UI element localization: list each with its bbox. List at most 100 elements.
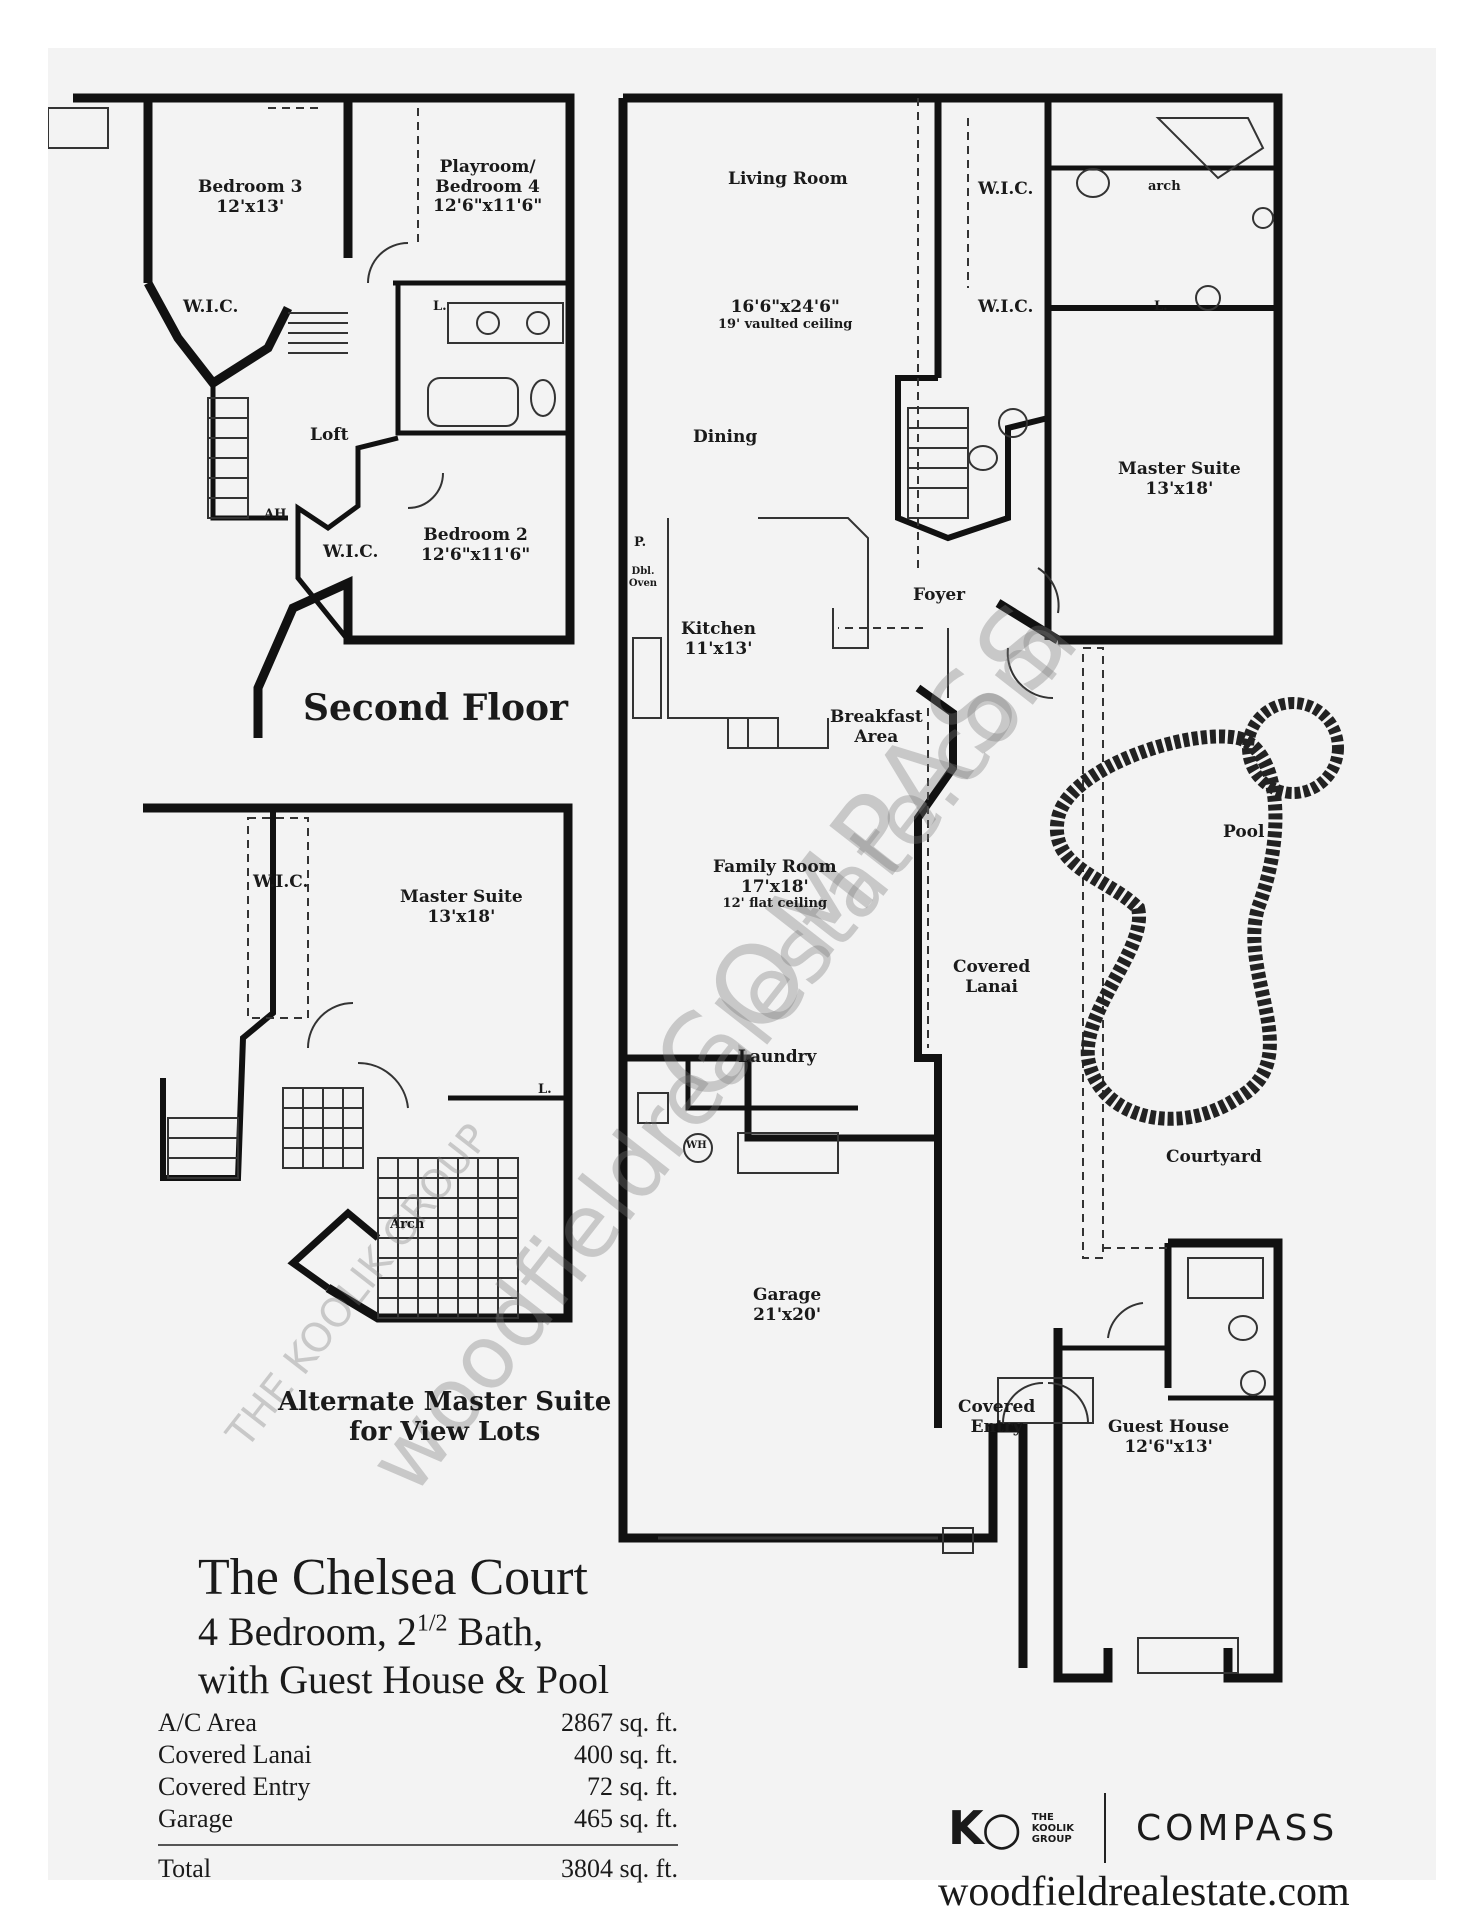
room-size: 12'x13' — [216, 196, 285, 217]
room-name: Master Suite — [1118, 459, 1241, 479]
floorplan-drawing — [48, 93, 1344, 1683]
room-kitchen: Kitchen 11'x13' — [681, 619, 756, 659]
subtitle-bed: 4 Bedroom, 2 — [198, 1609, 417, 1654]
room-bedroom-3: Bedroom 3 12'x13' — [198, 177, 303, 217]
area-label: Total — [158, 1854, 212, 1883]
floorplan-sheet: COMPASS woodfieldrealestate.com THE KOOL… — [48, 48, 1436, 1915]
alt-bath-tile — [167, 817, 519, 1319]
room-note: 19' vaulted ceiling — [718, 316, 853, 332]
room-size: 16'6"x24'6" — [730, 297, 840, 317]
room-foyer: Foyer — [913, 585, 966, 605]
room-linen-m: L. — [1154, 299, 1168, 314]
alternate-master-label: Alternate Master Suite for View Lots — [278, 1387, 612, 1448]
room-pool: Pool — [1223, 822, 1265, 842]
room-pantry: P. — [634, 535, 647, 550]
area-row-ac: A/C Area 2867 sq. ft. — [158, 1708, 678, 1740]
plan-subtitle-2: with Guest House & Pool — [198, 1657, 610, 1702]
room-dining: Dining — [693, 427, 758, 447]
room-size: 13'x18' — [427, 906, 496, 927]
room-name: Garage — [753, 1285, 822, 1305]
room-living-room: Living Room — [728, 169, 848, 189]
room-alt-arch: Arch — [390, 1217, 425, 1232]
room-name: Kitchen — [681, 619, 756, 639]
room-living-size: 16'6"x24'6" 19' vaulted ceiling — [718, 297, 853, 332]
room-dbl-oven: Dbl. Oven — [628, 566, 658, 589]
koolik-name: KOOLIK — [1031, 1822, 1074, 1834]
area-value: 2867 sq. ft. — [561, 1708, 678, 1737]
room-size: 17'x18' — [740, 876, 809, 897]
room-name: Covered — [953, 957, 1031, 977]
koolik-group: GROUP — [1031, 1833, 1072, 1845]
room-name-2: Bedroom 4 — [435, 176, 540, 197]
area-value: 3804 sq. ft. — [561, 1854, 678, 1883]
koolik-logo-text: THE KOOLIK GROUP — [1032, 1812, 1074, 1845]
brand-divider — [1103, 1793, 1106, 1863]
room-name-2: Entry — [970, 1416, 1023, 1437]
area-label: Covered Entry — [158, 1772, 311, 1801]
room-name: Guest House — [1108, 1417, 1230, 1437]
area-row-garage: Garage 465 sq. ft. — [158, 1804, 678, 1836]
room-laundry: Laundry — [738, 1047, 817, 1067]
room-name: Bedroom 3 — [198, 177, 303, 197]
room-alt-wic: W.I.C. — [253, 872, 309, 892]
room-master-suite: Master Suite 13'x18' — [1118, 459, 1241, 499]
room-courtyard: Courtyard — [1166, 1147, 1262, 1167]
room-covered-lanai: Covered Lanai — [953, 957, 1031, 997]
room-alt-linen: L. — [538, 1082, 552, 1097]
room-guest-house: Guest House 12'6"x13' — [1108, 1417, 1230, 1457]
room-name: Family Room — [713, 857, 837, 877]
website-link[interactable]: woodfieldrealestate.com — [938, 1869, 1350, 1915]
area-value: 72 sq. ft. — [587, 1772, 678, 1801]
room-arch: arch — [1148, 179, 1181, 194]
room-name: Covered — [958, 1397, 1036, 1417]
room-size: 12'6"x11'6" — [433, 196, 543, 217]
stairs-up — [207, 312, 348, 519]
room-size: 12'6"x11'6" — [421, 544, 531, 565]
area-value: 465 sq. ft. — [574, 1804, 678, 1833]
room-name: Breakfast — [830, 707, 923, 727]
room-size: 21'x20' — [753, 1304, 822, 1325]
room-name: Bedroom 2 — [423, 525, 528, 545]
room-alt-master-suite: Master Suite 13'x18' — [400, 887, 523, 927]
room-ah: AH — [264, 507, 287, 522]
room-wic-up-2: W.I.C. — [323, 542, 379, 562]
room-family-room: Family Room 17'x18' 12' flat ceiling — [713, 857, 837, 912]
room-name: Playroom/ — [439, 157, 536, 177]
room-size: 11'x13' — [684, 638, 753, 659]
koolik-logo-letter: K — [948, 1801, 984, 1855]
room-bedroom-2: Bedroom 2 12'6"x11'6" — [421, 525, 531, 565]
area-label: Covered Lanai — [158, 1740, 312, 1769]
room-size: 13'x18' — [1145, 478, 1214, 499]
area-row-total: Total 3804 sq. ft. — [158, 1844, 678, 1886]
second-floor-label: Second Floor — [303, 687, 568, 729]
plan-subtitle-1: 4 Bedroom, 21/2 Bath, — [198, 1608, 543, 1655]
room-wic-up-1: W.I.C. — [183, 297, 239, 317]
area-value: 400 sq. ft. — [574, 1740, 678, 1769]
brand-block: K○ THE KOOLIK GROUP COMPASS — [948, 1793, 1338, 1863]
room-name-2: Lanai — [965, 976, 1019, 997]
alternate-label-line-2: for View Lots — [349, 1416, 541, 1447]
room-wic-m2: W.I.C. — [978, 297, 1034, 317]
room-loft: Loft — [310, 425, 349, 445]
room-garage: Garage 21'x20' — [753, 1285, 822, 1325]
compass-logo: COMPASS — [1135, 1807, 1339, 1849]
room-wic-m1: W.I.C. — [978, 179, 1034, 199]
room-size: 12'6"x13' — [1124, 1436, 1213, 1457]
room-name-2: Area — [854, 726, 899, 747]
area-label: Garage — [158, 1804, 234, 1833]
room-linen-up: L. — [433, 299, 447, 314]
subtitle-frac: 1/2 — [416, 1610, 448, 1637]
pool-shape — [1049, 697, 1344, 1126]
room-playroom: Playroom/ Bedroom 4 12'6"x11'6" — [433, 157, 543, 217]
koolik-the: THE — [1031, 1811, 1054, 1823]
room-wh: WH — [686, 1140, 707, 1151]
koolik-logo-icon: K○ — [948, 1801, 1022, 1855]
area-label: A/C Area — [158, 1708, 257, 1737]
plan-title: The Chelsea Court — [198, 1549, 588, 1606]
subtitle-bath: Bath, — [447, 1609, 544, 1654]
room-covered-entry: Covered Entry — [958, 1397, 1036, 1437]
room-name: Master Suite — [400, 887, 523, 907]
area-row-lanai: Covered Lanai 400 sq. ft. — [158, 1740, 678, 1772]
area-table: A/C Area 2867 sq. ft. Covered Lanai 400 … — [158, 1708, 678, 1886]
alternate-label-line-1: Alternate Master Suite — [278, 1387, 612, 1417]
